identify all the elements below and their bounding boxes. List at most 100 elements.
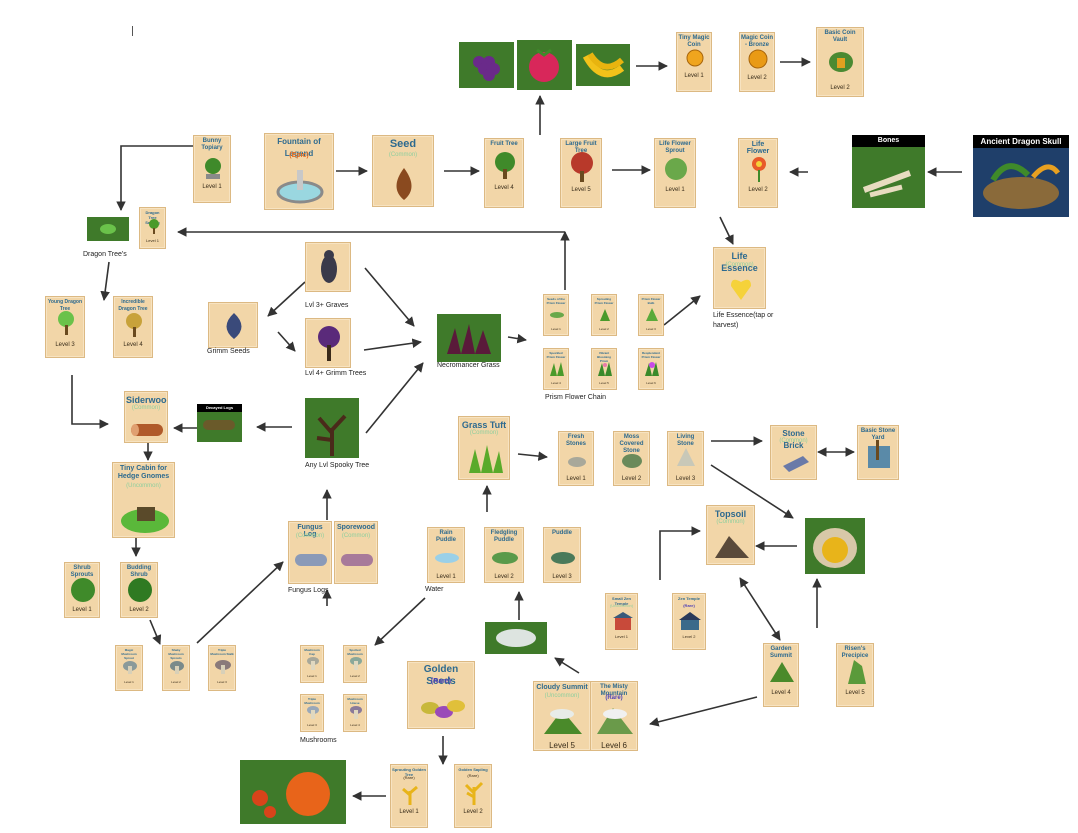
arrow (149, 619, 162, 645)
tile-title: Decayed Logs (197, 404, 242, 412)
card-title: Grass Tuft (461, 420, 507, 430)
card-title: Shrub Sprouts (70, 565, 94, 578)
golden-sprout-icon (402, 785, 418, 805)
card-level: Level 3 (646, 327, 656, 331)
card-cloudy-summit: Cloudy Summit (Uncommon) Level 5 (533, 681, 591, 751)
card-stone-brick: Stone Brick (Common) (770, 425, 817, 480)
card-level: Level 2 (463, 809, 483, 815)
card-rarity: (Common) (388, 152, 418, 158)
vault-icon (829, 52, 853, 72)
cabin-icon (121, 507, 169, 533)
essence-heart-icon (731, 279, 751, 300)
grimm-trees-label: Lvl 4+ Grimm Trees (305, 370, 367, 377)
card-title: Living Stone (676, 434, 695, 447)
seed-icon (396, 168, 412, 200)
grimm-seed-icon (226, 313, 242, 339)
dragon-trees-label: Dragon Tree's (83, 251, 127, 258)
card-title: Golden Seeds (423, 664, 459, 687)
necromancer-grass-label: Necromancer Grass (437, 362, 500, 369)
tree-icon (126, 313, 142, 337)
card-rarity: (Common) (295, 533, 325, 539)
prism-chain-label: Prism Flower Chain (545, 394, 607, 401)
card-title: Incredible Dragon Tree (118, 299, 148, 312)
grimm-seeds-label: Grimm Seeds (207, 348, 250, 355)
card-title: Life Flower Sprout (659, 141, 691, 154)
card-level: Level 2 (350, 674, 360, 678)
card-young-dragon-tree: Young Dragon Tree Level 3 (45, 296, 85, 358)
card-level: Level 6 (601, 741, 627, 750)
sprout-icon (665, 158, 687, 180)
card-life-flower-sprout: Life Flower Sprout Level 1 (654, 138, 696, 208)
card-level: Level 2 (747, 75, 767, 81)
fungus-logs-label: Fungus Logs (288, 587, 329, 594)
mushroom-icon (215, 660, 231, 674)
card-title: Mushroom House (347, 697, 363, 705)
card-moss-covered-stone: Moss Covered Stone Level 2 (613, 431, 650, 486)
card-level: Level 3 (675, 476, 696, 482)
fountain-icon (276, 170, 324, 204)
prism-plant-icon (598, 362, 612, 376)
card-golden-sapling: Golden Sapling (Rare) Level 2 (454, 764, 492, 828)
arrow (507, 333, 527, 344)
card-title: Magic Mushroom Sprout (121, 648, 137, 660)
card-title: Resplendent Prism Flower (641, 351, 661, 359)
card-level: Level 5 (549, 741, 575, 750)
card-level: Level 2 (494, 574, 514, 580)
sapling-icon (149, 219, 159, 234)
arrow (363, 338, 422, 351)
banana-tile (576, 44, 630, 86)
puddle-icon (551, 552, 575, 564)
card-level: Level 1 (72, 607, 92, 613)
card-title: Zen Temple (678, 596, 700, 601)
card-level: Level 1 (146, 238, 159, 243)
card-level: Level 1 (399, 809, 419, 815)
card-puddle: Puddle Level 3 (543, 527, 581, 583)
card-rarity: (Rare) (430, 678, 452, 685)
arrow (719, 216, 734, 245)
tree-icon (58, 311, 74, 335)
card-rarity: (Common) (341, 533, 371, 539)
card-title: Triple Mushroom (304, 697, 320, 705)
golden-sapling-icon (464, 781, 484, 805)
card-title: Large Fruit Tree (565, 141, 597, 154)
card-level: Level 3 (55, 342, 75, 348)
brick-icon (783, 456, 809, 472)
flower-icon (752, 157, 766, 182)
life-essence-note: Life Essence(tap or harvest) (713, 312, 774, 329)
arrow (517, 451, 548, 461)
card-life-flower: Life Flower Level 2 (738, 138, 778, 208)
card-misty-mountain: The Misty Mountain (Rare) Level 6 (590, 681, 638, 751)
tree-icon (571, 152, 593, 182)
water-label: Water (425, 586, 444, 593)
card-title: Fruit Tree (490, 141, 518, 147)
card-level: Level 2 (171, 680, 181, 684)
card-level: Level 2 (129, 607, 149, 613)
card-rarity: (Rare) (403, 775, 415, 780)
card-title: Seed (389, 138, 417, 150)
prism-seed-icon (550, 312, 564, 318)
card-rarity: (Epic) (289, 152, 309, 159)
skull-icon (983, 163, 1061, 209)
sporewood-icon (341, 554, 373, 566)
card-title: Budding Shrub (126, 565, 152, 578)
card-title: Triple Mushroom Stalk (210, 648, 234, 656)
card-rarity: (Common) (779, 438, 808, 444)
card-rarity: (Common) (469, 430, 499, 436)
card-grimm-seeds (208, 302, 258, 348)
card-graves (305, 242, 351, 292)
summit-icon (770, 662, 794, 682)
golden-seeds-icon (421, 700, 465, 718)
card-basic-stone-yard: Basic Stone Yard (857, 425, 899, 480)
card-grimm-trees (305, 318, 351, 368)
card-title: Puddle (551, 530, 572, 536)
apples-icon (252, 772, 330, 818)
